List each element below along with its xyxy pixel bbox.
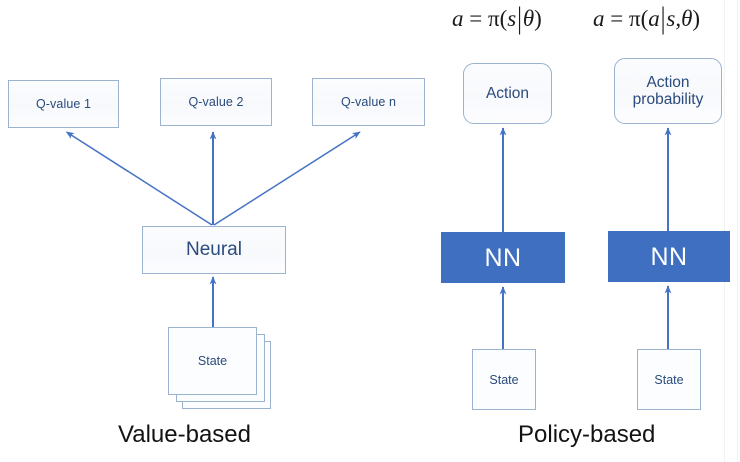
qvalue-1-label: Q-value 1 (35, 97, 92, 111)
state-box-policy-1[interactable]: State (472, 349, 536, 410)
nn-box-1[interactable]: NN (441, 232, 565, 283)
neural-network-label: Neural (186, 239, 242, 261)
value-based-caption: Value-based (118, 421, 251, 448)
arrow-neural-to-qvalue-1 (65, 131, 213, 226)
policy-equation-2: a = π(a|s,θ) (593, 0, 701, 35)
policy-equation-1: a = π(s|θ) (452, 0, 542, 35)
action-label: Action (485, 84, 530, 102)
background-seam (737, 0, 738, 462)
state-label: State (197, 354, 228, 368)
action-probability-label-line1: Action (646, 73, 690, 91)
arrow-neural-to-qvalue-n (213, 131, 361, 226)
nn-label-1: NN (484, 243, 522, 272)
neural-network-box[interactable]: Neural (142, 226, 286, 274)
nn-box-2[interactable]: NN (608, 231, 730, 282)
policy-based-caption: Policy-based (518, 421, 656, 448)
state-box[interactable]: State (168, 327, 257, 395)
qvalue-n-label: Q-value n (340, 95, 397, 109)
qvalue-2-label: Q-value 2 (188, 95, 244, 109)
qvalue-2-box[interactable]: Q-value 2 (160, 78, 272, 126)
action-box[interactable]: Action (463, 63, 552, 124)
qvalue-1-box[interactable]: Q-value 1 (8, 80, 119, 128)
state-box-policy-2[interactable]: State (637, 349, 701, 410)
qvalue-n-box[interactable]: Q-value n (312, 78, 425, 126)
state-label-policy-2: State (654, 372, 684, 387)
state-label-policy-1: State (489, 372, 519, 387)
state-stack-group[interactable]: State (168, 327, 290, 411)
action-probability-box[interactable]: Action probability (614, 58, 722, 124)
action-probability-label-line2: probability (632, 91, 704, 108)
nn-label-2: NN (650, 242, 688, 271)
